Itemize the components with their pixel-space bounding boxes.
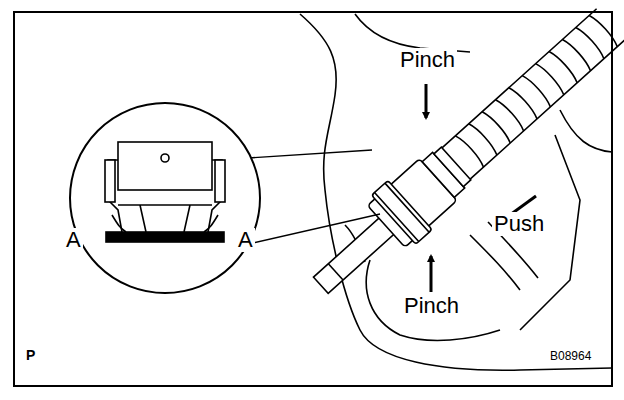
figure-code: B08964 [548,350,593,363]
callout-letter: A [236,228,255,252]
action-label: Pinch [398,48,457,72]
label-holder: P [24,346,37,364]
action-label: Push [492,212,546,236]
label-holder: Pinch [398,48,457,72]
label-holder: A [64,228,83,252]
label-holder: Push [492,212,546,236]
page-mark: P [24,348,37,363]
label-holder: A [236,228,255,252]
label-holder: Pinch [402,294,461,318]
callout-letter: A [64,228,83,252]
label-holder: B08964 [548,346,593,364]
action-label: Pinch [402,294,461,318]
